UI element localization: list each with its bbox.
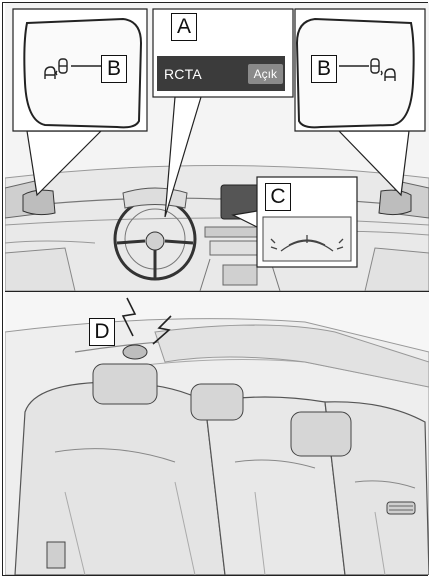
label-a: A xyxy=(171,13,197,41)
label-b-left: B xyxy=(101,55,127,83)
label-b-right: B xyxy=(311,55,337,83)
dashboard-panel: B B A C RCTA Açık xyxy=(5,3,429,292)
rcta-display: RCTA Açık xyxy=(157,56,285,91)
rear-seat-drawing xyxy=(5,292,429,575)
dashboard-drawing xyxy=(5,3,429,291)
rcta-on-button[interactable]: Açık xyxy=(248,64,283,84)
rear-seat-panel: D xyxy=(5,292,429,575)
label-c: C xyxy=(265,183,291,211)
label-d: D xyxy=(89,318,115,346)
rcta-text: RCTA xyxy=(164,66,202,82)
